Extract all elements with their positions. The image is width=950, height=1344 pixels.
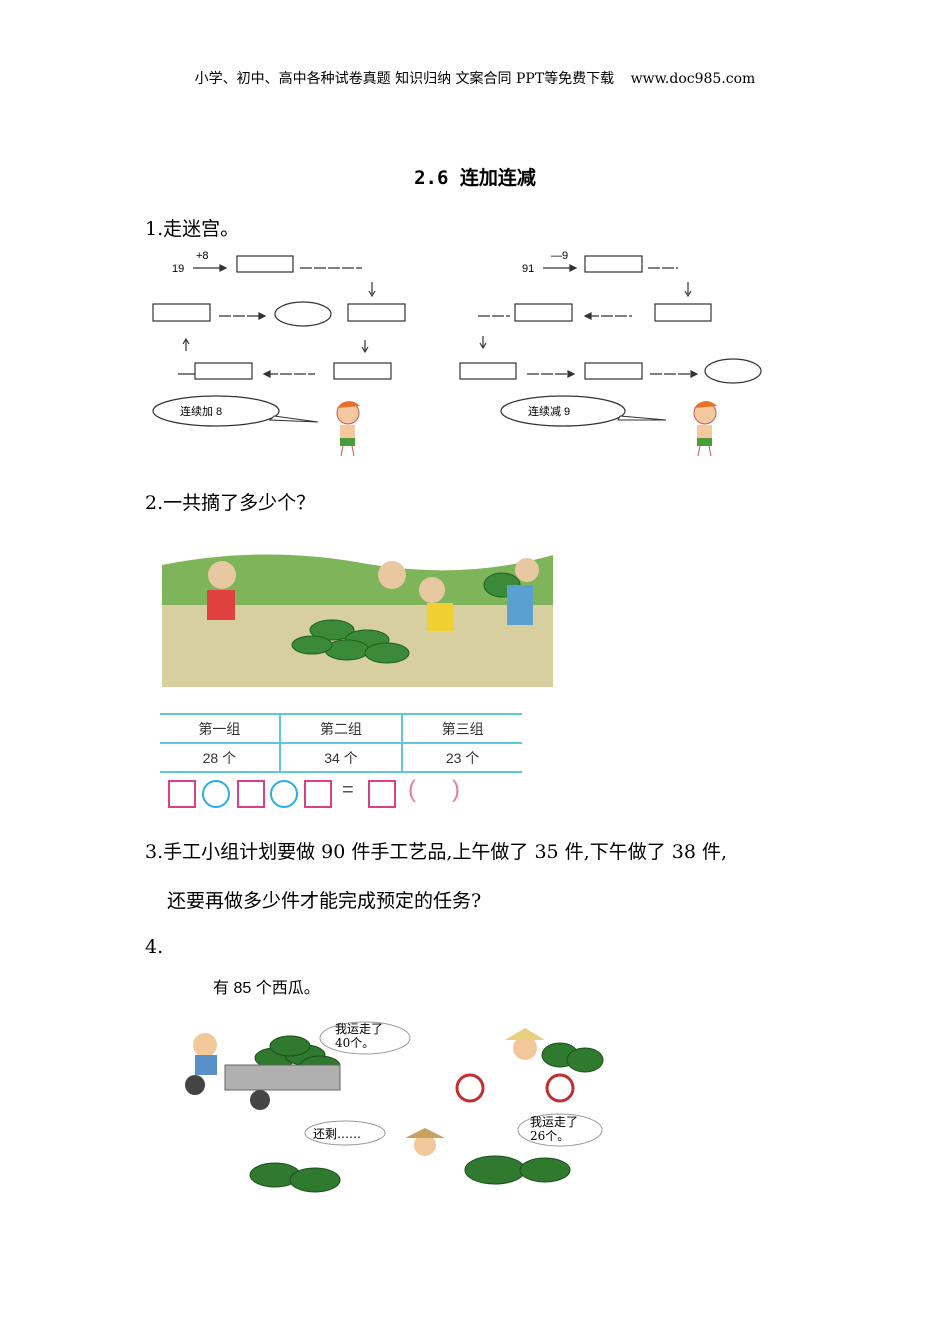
table-header: 第三组 [401,713,522,744]
maze-box [333,362,392,380]
maze-box [654,303,712,322]
table-cell: 34 个 [278,742,403,773]
table-cell: 23 个 [401,742,522,773]
table-header: 第一组 [160,713,280,744]
maze-box [584,362,643,380]
speech-bubble-40: 我运走了40个。 [335,1022,384,1050]
page-title: 2.6 连加连减 [414,167,536,189]
maze-answer-oval [704,358,762,384]
header-text: 小学、初中、高中各种试卷真题 知识归纳 文案合同 PPT等免费下载 [194,71,615,87]
cartoon-kid-illustration [336,400,360,457]
maze-box [584,255,643,273]
maze-box [194,362,253,380]
answer-number-box[interactable] [237,780,265,808]
answer-number-box[interactable] [168,780,196,808]
maze-right-bubble: 连续减 9 [528,404,570,418]
table-row: 28 个 34 个 23 个 [160,742,522,773]
table-header-row: 第一组 第二组 第三组 [160,713,522,744]
speech-bubble-26: 我运走了26个。 [530,1115,579,1143]
caption-85-watermelons: 有 85 个西瓜。 [213,980,320,997]
unit-open-paren: ( [408,776,416,803]
maze-box [236,255,294,273]
speech-bubble-remaining: 还剩…… [313,1127,362,1141]
maze-box [514,303,573,322]
maze-answer-oval [274,301,332,327]
maze-diagrams: 19 +8 连续加 8 91 —9 连续减 9 [152,250,762,457]
maze-right-op: —9 [551,250,568,262]
table-header: 第二组 [278,713,403,744]
question-2-label: 2.一共摘了多少个？ [145,492,316,514]
watermelon-transport-illustration: 有 85 个西瓜。 我运走了40个。 我运走了26个。 还剩…… [165,970,620,1195]
maze-box [459,362,517,380]
question-4-label: 4. [145,936,164,958]
cartoon-kid-illustration [693,400,717,457]
equals-sign: = [342,779,354,801]
operator-circle[interactable] [270,780,298,808]
maze-left-start: 19 [172,263,184,275]
question-3-line-2: 还要再做多少件才能完成预定的任务? [167,890,482,912]
maze-left-bubble: 连续加 8 [180,404,222,418]
question-1-label: 1.走迷宫。 [145,218,240,240]
answer-number-box[interactable] [304,780,332,808]
maze-right-start: 91 [522,263,534,275]
operator-circle[interactable] [202,780,230,808]
groups-table: 第一组 第二组 第三组 28 个 34 个 23 个 [160,713,522,773]
question-3-line-1: 3.手工小组计划要做 90 件手工艺品,上午做了 35 件,下午做了 38 件, [145,841,728,863]
maze-box [152,303,211,322]
maze-box [347,303,406,322]
watermelon-picking-illustration [162,545,553,687]
unit-close-paren: ) [452,776,460,803]
table-cell: 28 个 [160,742,280,773]
page-header: 小学、初中、高中各种试卷真题 知识归纳 文案合同 PPT等免费下载 www.do… [0,68,950,88]
answer-result-box[interactable] [368,780,396,808]
maze-left-op: +8 [196,250,209,262]
header-url: www.doc985.com [630,71,756,87]
